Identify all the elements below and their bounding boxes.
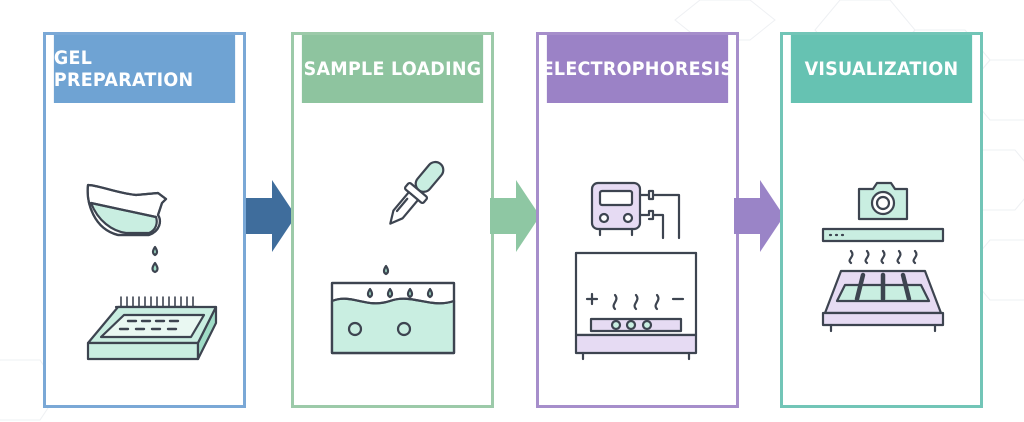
power-supply-chamber-icon xyxy=(574,181,698,361)
step-title: SAMPLE LOADING xyxy=(303,58,482,80)
step-title: GEL PREPARATION xyxy=(53,47,194,91)
pipette-wells-icon xyxy=(330,160,456,355)
step-panel-sample-loading: SAMPLE LOADING xyxy=(291,32,494,408)
arrow-right-icon xyxy=(490,180,540,252)
arrow-right-icon xyxy=(734,180,784,252)
step-header: VISUALIZATION xyxy=(790,35,973,103)
step-title: VISUALIZATION xyxy=(804,58,959,80)
step-panel-visualization: VISUALIZATION xyxy=(780,32,983,408)
beaker-gel-tray-icon xyxy=(86,183,218,361)
arrow-right-icon xyxy=(246,180,296,252)
step-header: GEL PREPARATION xyxy=(53,35,236,103)
step-title: ELECTROPHORESIS xyxy=(541,58,734,80)
camera-uv-transilluminator-icon xyxy=(821,181,945,333)
step-panel-electrophoresis: ELECTROPHORESIS xyxy=(536,32,739,408)
step-header: SAMPLE LOADING xyxy=(301,35,484,103)
step-panel-gel-preparation: GEL PREPARATION xyxy=(43,32,246,408)
step-header: ELECTROPHORESIS xyxy=(542,35,733,103)
